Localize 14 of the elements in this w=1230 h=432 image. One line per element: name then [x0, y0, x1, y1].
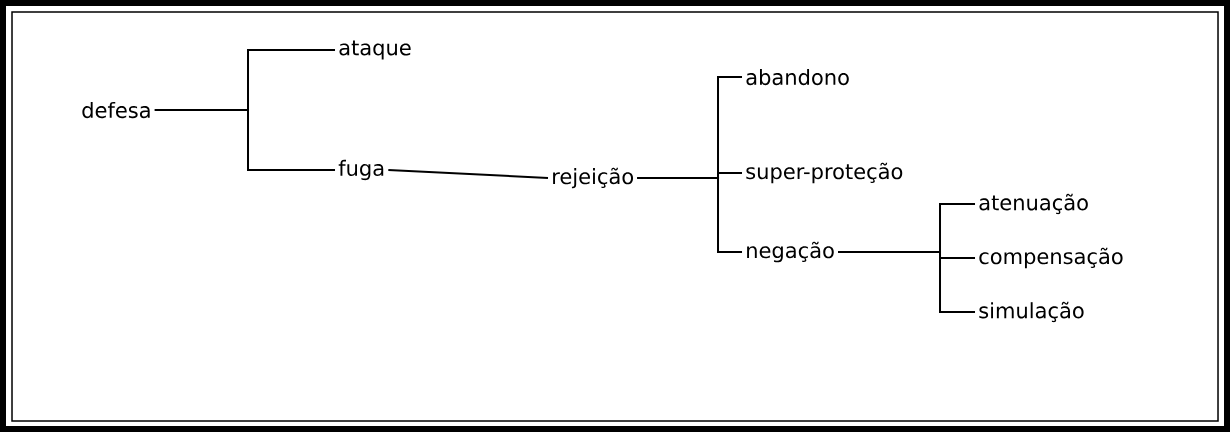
tree-label: negação: [747, 241, 834, 263]
tree-label: rejeição: [553, 167, 634, 189]
tree-label: fuga: [338, 159, 384, 181]
tree-branch: [636, 177, 743, 253]
tree-label: ataque: [339, 40, 411, 60]
tree-label: abandono: [746, 68, 849, 86]
tree-label: defesa: [82, 101, 150, 119]
tree-label: super-proteção: [746, 162, 903, 184]
tree-branch: [153, 109, 336, 171]
tree-label: atenuação: [979, 193, 1088, 215]
tree-label: compensação: [979, 247, 1123, 269]
tree-branch: [387, 169, 549, 179]
tree-label: simulação: [979, 301, 1084, 323]
tree-branch: [837, 251, 976, 313]
